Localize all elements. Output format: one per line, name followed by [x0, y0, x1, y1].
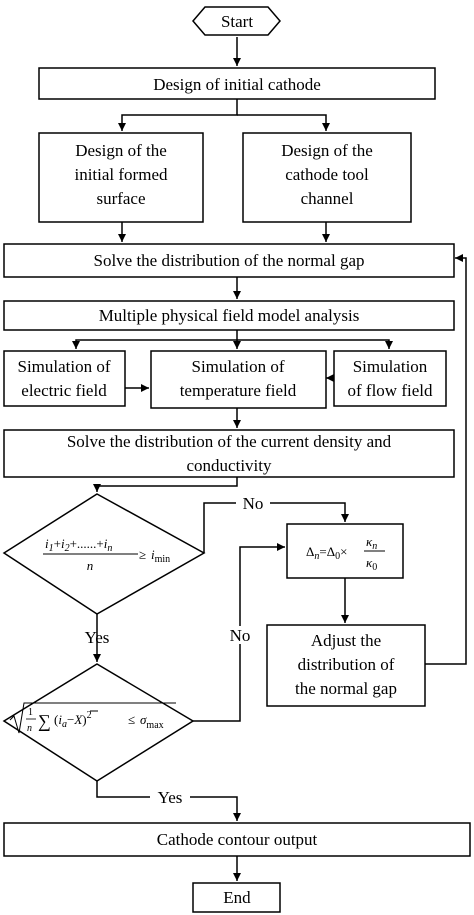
sim-flow-box: Simulation of flow field: [333, 350, 447, 407]
svg-text:∑: ∑: [38, 711, 51, 731]
solve-current-density-box: Solve the distribution of the current de…: [3, 429, 455, 478]
formula-mean-current: i1+i2+......+in n ≥ imin: [43, 536, 170, 573]
sim-electric-line-1: Simulation of: [17, 357, 110, 376]
sqrt-sign: [9, 702, 176, 734]
solve-normal-gap-label: Solve the distribution of the normal gap: [93, 251, 364, 270]
svg-text:κn: κn: [366, 534, 377, 552]
sim-flow-line-1: Simulation: [353, 357, 428, 376]
decision-mean-current: i1+i2+......+in n ≥ imin: [2, 493, 206, 615]
sim-temperature-line-1: Simulation of: [191, 357, 284, 376]
svg-text:i1+i2+......+in: i1+i2+......+in: [45, 536, 112, 554]
design-formed-surface-line-3: surface: [96, 189, 145, 208]
cathode-output-box: Cathode contour output: [3, 822, 471, 857]
design-tool-channel-box: Design of the cathode tool channel: [242, 132, 412, 223]
svg-text:≥: ≥: [139, 547, 146, 562]
solve-current-density-line-2: conductivity: [187, 456, 272, 475]
adjust-gap-line-1: Adjust the: [311, 631, 381, 650]
decision-std-dev: 1 n ∑ (ia−X)2 ≤ σmax: [2, 663, 195, 782]
svg-text:imin: imin: [151, 547, 170, 565]
start-node: Start: [192, 6, 281, 36]
svg-text:σmax: σmax: [140, 712, 164, 731]
yes-label-bg: [150, 788, 190, 806]
edge-label-yes-2: Yes: [158, 788, 183, 807]
design-formed-surface-line-2: initial formed: [74, 165, 168, 184]
edge-multi-to-electric: [72, 330, 238, 349]
design-tool-channel-line-2: cathode tool: [285, 165, 369, 184]
multi-physics-label: Multiple physical field model analysis: [99, 306, 360, 325]
design-initial-cathode-box: Design of initial cathode: [38, 67, 436, 100]
sim-temperature-line-2: temperature field: [180, 381, 297, 400]
edge-multi-to-flow: [237, 339, 393, 349]
svg-text:n: n: [87, 558, 94, 573]
adjust-gap-line-3: the normal gap: [295, 679, 397, 698]
design-tool-channel-line-3: channel: [301, 189, 354, 208]
sim-temperature-box: Simulation of temperature field: [150, 350, 327, 409]
end-label: End: [223, 888, 251, 907]
design-initial-cathode-label: Design of initial cathode: [153, 75, 321, 94]
formula-gap-update: Δn=Δ0× κn κ0: [306, 534, 385, 573]
svg-text:κ0: κ0: [366, 555, 377, 573]
no-label-bg: [236, 494, 270, 512]
sim-flow-line-2: of flow field: [348, 381, 433, 400]
end-node: End: [192, 882, 281, 913]
edge-design-to-channel: [237, 114, 330, 131]
gap-update-box: Δn=Δ0× κn κ0: [286, 523, 404, 579]
svg-text:n: n: [27, 723, 32, 734]
edge-label-no-1: No: [243, 494, 264, 513]
edge-current-to-decision1: [93, 477, 238, 492]
cathode-output-label: Cathode contour output: [157, 830, 318, 849]
svg-text:≤: ≤: [128, 712, 135, 727]
edge-adjust-loop-to-gap: [425, 254, 467, 665]
no-label-bg-2: [223, 626, 257, 644]
svg-text:(ia−X)2: (ia−X)2: [54, 710, 92, 730]
sim-electric-line-2: electric field: [21, 381, 107, 400]
design-formed-surface-box: Design of the initial formed surface: [38, 132, 204, 223]
svg-text:1: 1: [28, 707, 33, 718]
design-formed-surface-line-1: Design of the: [75, 141, 167, 160]
sim-electric-box: Simulation of electric field: [3, 350, 126, 407]
adjust-gap-box: Adjust the distribution of the normal ga…: [266, 624, 426, 707]
svg-text:Δn=Δ0×: Δn=Δ0×: [306, 544, 347, 562]
formula-std-dev: 1 n ∑ (ia−X)2 ≤ σmax: [9, 702, 176, 734]
edge-decision1-no: [203, 502, 349, 553]
solve-current-density-line-1: Solve the distribution of the current de…: [67, 432, 392, 451]
edge-label-no-2: No: [230, 626, 251, 645]
start-label: Start: [221, 12, 253, 31]
adjust-gap-line-2: distribution of: [298, 655, 395, 674]
solve-normal-gap-box: Solve the distribution of the normal gap: [3, 243, 455, 278]
edge-label-yes-1: Yes: [85, 628, 110, 647]
design-tool-channel-line-1: Design of the: [281, 141, 373, 160]
edge-design-to-surface: [118, 99, 238, 131]
multi-physics-box: Multiple physical field model analysis: [3, 300, 455, 331]
